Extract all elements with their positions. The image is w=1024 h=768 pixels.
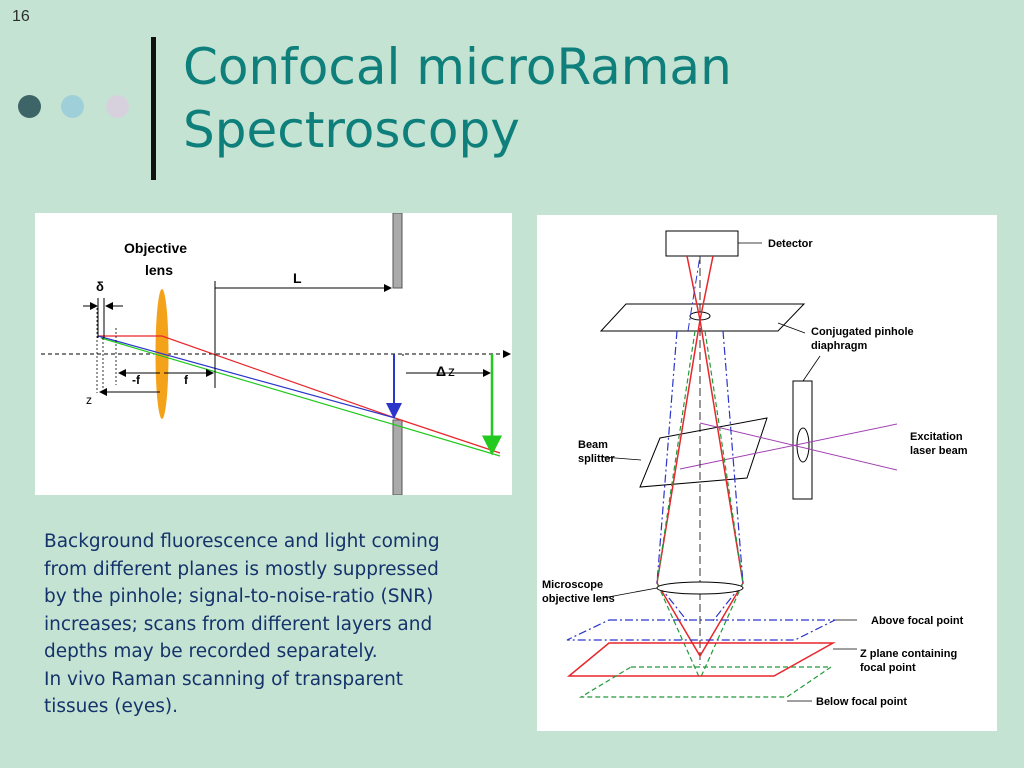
text-line-6: In vivo Raman scanning of transparent	[44, 668, 404, 690]
neg-f-label: -f	[132, 373, 141, 387]
delta-label: δ	[96, 279, 104, 294]
title-line-2: Spectroscopy	[183, 101, 520, 159]
pinhole-plate-bottom	[392, 419, 403, 495]
objective-lens	[656, 581, 744, 595]
above-focal-plane	[566, 619, 836, 641]
confocal-geometry-diagram: Objective lens δ L Δ z -f f z	[35, 213, 512, 495]
confocal-setup-diagram: Detector Conjugated pinhole diaphragm Be…	[537, 215, 997, 731]
confocal-geometry-svg: Objective lens δ L Δ z -f f z	[41, 213, 511, 495]
dot-dark	[18, 95, 41, 118]
title-line-1: Confocal microRaman	[183, 38, 732, 96]
confocal-setup-svg: Detector Conjugated pinhole diaphragm Be…	[542, 230, 968, 708]
zplane-label-2: focal point	[860, 662, 916, 674]
title-divider	[151, 37, 156, 180]
dot-lavender	[106, 95, 129, 118]
red-ray	[98, 335, 501, 454]
zplane-label-1: Z plane containing	[860, 648, 957, 660]
text-line-4: increases; scans from different layers a…	[44, 613, 433, 635]
excitation-label-1: Excitation	[910, 431, 963, 443]
below-focal-plane	[578, 666, 833, 698]
text-line-7: tissues (eyes).	[44, 696, 178, 717]
pinhole-label-1: Conjugated pinhole	[811, 326, 914, 338]
page-title: Confocal microRaman Spectroscopy	[183, 36, 732, 162]
pinhole-label-2: diaphragm	[811, 340, 867, 352]
L-label: L	[293, 270, 302, 286]
detector-label: Detector	[768, 238, 813, 250]
blue-rays	[656, 330, 689, 623]
text-line-1: Background fluorescence and light coming	[44, 531, 440, 552]
focal-plane	[566, 642, 836, 677]
red-rays	[656, 255, 744, 658]
text-line-3: by the pinhole; signal-to-noise-ratio (S…	[44, 586, 434, 607]
excitation-label-2: laser beam	[910, 445, 968, 457]
dot-light-blue	[61, 95, 84, 118]
objective-label-2: objective lens	[542, 593, 615, 605]
beam-splitter	[639, 417, 768, 488]
green-rays	[656, 330, 701, 680]
beam-splitter-label-2: splitter	[578, 453, 615, 465]
green-ray	[100, 337, 501, 457]
f-label: f	[184, 373, 189, 387]
blue-ray	[97, 335, 396, 419]
objective-label-1: Microscope	[542, 579, 603, 591]
detector-box	[665, 230, 739, 257]
beam-splitter-label-1: Beam	[578, 439, 608, 451]
pinhole-plate-top	[392, 213, 403, 289]
slide-number: 16	[12, 8, 30, 25]
objective-lens-label-2: lens	[145, 262, 173, 278]
text-line-2: from different planes is mostly suppress…	[44, 558, 439, 580]
text-line-5: depths may be recorded separately.	[44, 641, 378, 662]
description-text: Background fluorescence and light coming…	[44, 528, 514, 721]
objective-lens-label-1: Objective	[124, 240, 187, 256]
delta-z-symbol: Δ	[436, 363, 446, 379]
delta-z-var: z	[448, 363, 455, 379]
z-label: z	[86, 393, 92, 407]
decorative-dots	[18, 95, 138, 119]
above-focal-label: Above focal point	[871, 615, 964, 627]
below-focal-label: Below focal point	[816, 696, 907, 708]
